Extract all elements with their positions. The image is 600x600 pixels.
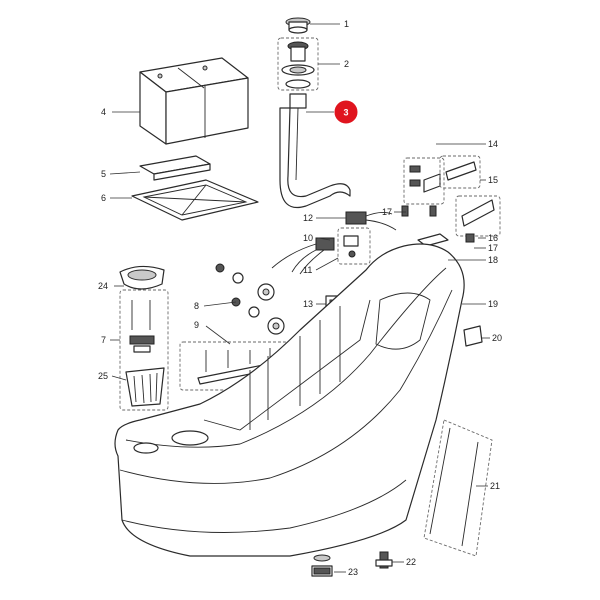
callout-label: 4 [101, 107, 106, 117]
callout-label: 18 [488, 255, 498, 265]
part-17-screws [401, 205, 437, 217]
callout-label: 5 [101, 169, 106, 179]
part-battery-box [139, 57, 249, 145]
callout-label: 19 [488, 299, 498, 309]
callout-label: 2 [344, 59, 349, 69]
callout-label: 14 [488, 139, 498, 149]
part-drain-body [277, 37, 319, 91]
part-drain-hose [279, 93, 351, 208]
part-door-rail [423, 419, 493, 557]
callout-label: 12 [303, 213, 313, 223]
part-control-10 [271, 237, 335, 275]
part-22-valve [375, 551, 393, 569]
part-control-11 [337, 227, 371, 265]
part-soap-dish-top [119, 265, 165, 290]
part-soap-basket [125, 367, 165, 407]
callout-label: 20 [492, 333, 502, 343]
part-label-plate [463, 325, 483, 347]
part-bathtub-shell [114, 243, 465, 557]
callout-label: 22 [406, 557, 416, 567]
callout-label: 11 [303, 265, 312, 275]
leader-lines [109, 23, 490, 573]
callout-labels: 1 2 4 5 6 7 8 9 10 11 12 13 14 15 16 17 … [98, 19, 502, 577]
part-drain-cap [285, 17, 311, 34]
callout-label: 9 [194, 320, 199, 330]
callout-label: 8 [194, 301, 199, 311]
part-16-assembly [455, 195, 501, 243]
highlight-circle [334, 100, 358, 124]
callout-label: 17 [488, 243, 498, 253]
part-fittings-row [215, 263, 285, 335]
part-15-assembly [439, 155, 481, 189]
callout-label: 13 [303, 299, 313, 309]
part-23-drain [311, 554, 333, 577]
callout-label: 15 [488, 175, 498, 185]
part-strip [139, 155, 211, 181]
callout-label: 21 [490, 481, 500, 491]
callout-label-3-highlighted: 3 [343, 108, 348, 118]
callout-label: 1 [344, 19, 349, 29]
callout-label: 16 [488, 233, 498, 243]
part-frame [131, 179, 259, 221]
callout-label: 6 [101, 193, 106, 203]
callout-label: 24 [98, 281, 108, 291]
callout-label: 25 [98, 371, 108, 381]
callout-label: 7 [101, 335, 106, 345]
part-soap-dish-assembly [119, 289, 169, 411]
callout-label: 23 [348, 567, 358, 577]
callout-label: 17 [382, 207, 392, 217]
callout-label: 10 [303, 233, 313, 243]
part-14-assembly [403, 157, 445, 205]
